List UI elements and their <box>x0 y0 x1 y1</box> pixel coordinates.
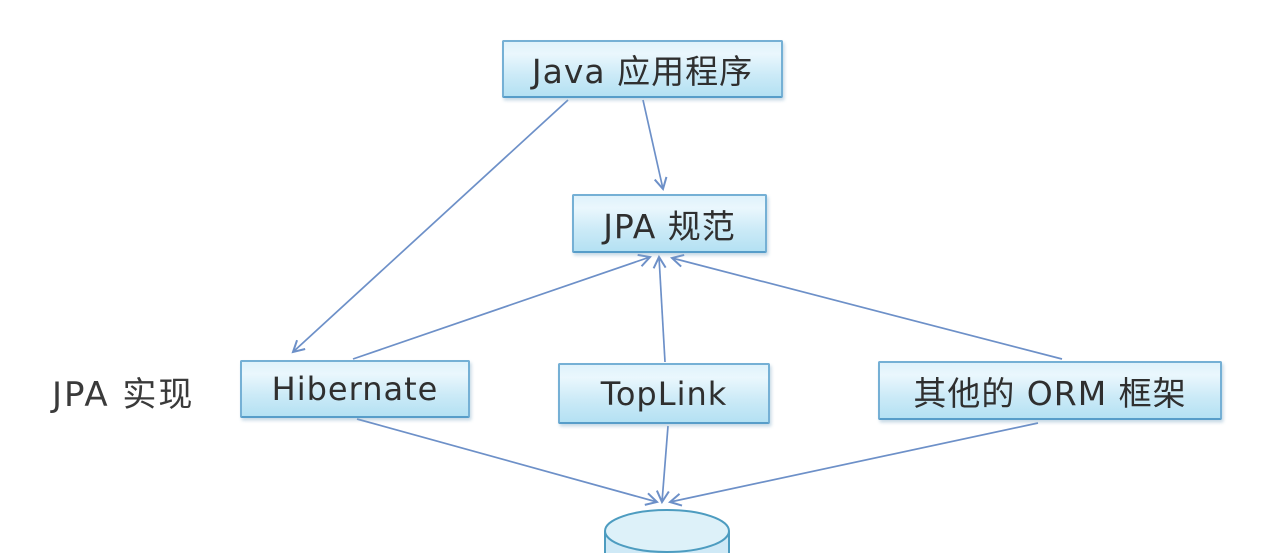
arrow-toplink-to-database <box>655 425 670 505</box>
arrow-hibernate-to-jpa-spec <box>352 253 652 360</box>
arrow-java-app-to-jpa-spec <box>642 99 668 192</box>
node-toplink-label: TopLink <box>600 374 728 413</box>
arrow-java-app-to-hibernate <box>291 99 569 354</box>
node-java-app-label: Java 应用程序 <box>531 52 754 91</box>
jpa-implementation-label: JPA 实现 <box>52 375 195 415</box>
arrow-orm-other-to-jpa-spec <box>669 253 1063 360</box>
node-hibernate-label: Hibernate <box>271 370 439 408</box>
arrow-toplink-to-jpa-spec <box>652 254 667 363</box>
node-jpa-spec-label: JPA 规范 <box>603 206 736 246</box>
node-orm-other: 其他的 ORM 框架 <box>878 361 1222 420</box>
node-toplink: TopLink <box>558 363 770 424</box>
node-hibernate: Hibernate <box>240 360 470 418</box>
node-java-app: Java 应用程序 <box>502 40 783 98</box>
node-jpa-spec: JPA 规范 <box>572 194 767 253</box>
database-cylinder-icon <box>604 509 730 553</box>
arrow-orm-other-to-database <box>667 422 1039 507</box>
node-orm-other-label: 其他的 ORM 框架 <box>913 373 1187 413</box>
arrow-hibernate-to-database <box>356 418 660 506</box>
